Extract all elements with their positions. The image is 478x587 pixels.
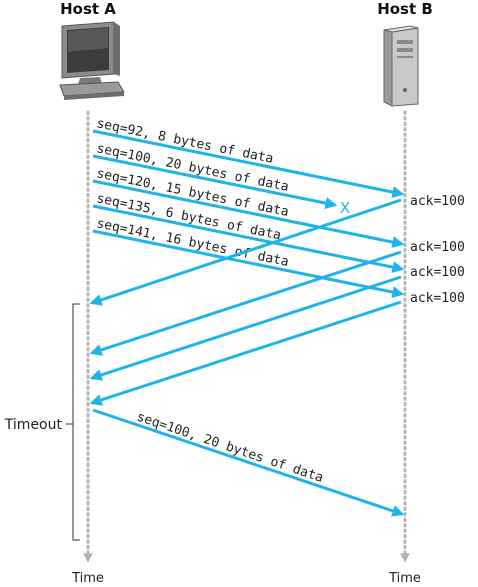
loss-mark: X [340, 199, 350, 217]
host-b-label: Host B [377, 0, 433, 18]
ack-label: ack=100 [410, 194, 465, 209]
segment-arrow-lost [92, 154, 338, 209]
desktop-computer-icon [59, 21, 125, 100]
segment-arrow [92, 179, 405, 248]
ack-arrows [89, 198, 402, 406]
retransmission-label: seq=100, 20 bytes of data [135, 410, 325, 486]
host-a-label: Host A [60, 0, 116, 18]
ack-arrow [89, 300, 402, 406]
segment-arrow [92, 229, 405, 298]
timeout-label: Timeout [4, 417, 63, 433]
ack-arrow [89, 198, 402, 306]
server-tower-icon [383, 25, 419, 107]
ack-label: ack=100 [410, 291, 465, 306]
segment-arrow [92, 129, 405, 198]
ack-arrow [89, 275, 402, 381]
host-b-time-label: Time [388, 571, 421, 586]
ack-label: ack=100 [410, 265, 465, 280]
host-a-time-label: Time [71, 571, 104, 586]
ack-arrow [89, 250, 402, 356]
segment-arrows [92, 129, 405, 298]
retransmission-arrow [92, 408, 405, 517]
segment-arrow [92, 204, 405, 273]
ack-label: ack=100 [410, 240, 465, 255]
timeout-bracket [66, 303, 80, 541]
